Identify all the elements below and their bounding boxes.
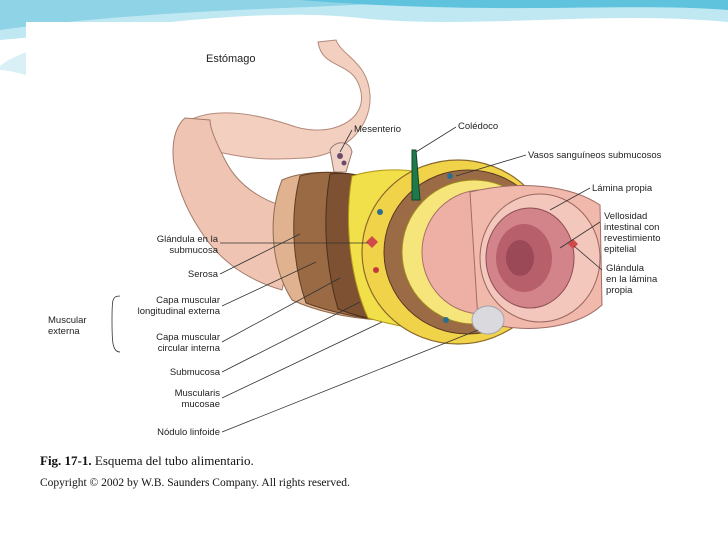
label-glandula-submucosa: Glándula en la submucosa — [156, 234, 218, 256]
label-vasos: Vasos sanguíneos submucosos — [528, 150, 662, 161]
figure-number: Fig. 17-1. — [40, 453, 92, 468]
label-submucosa: Submucosa — [169, 367, 220, 378]
label-muscularis-mucosae: Muscularis mucosae — [174, 388, 220, 410]
label-glandula-lamina: Glándula en la lámina propia — [606, 263, 658, 296]
label-capa-longitudinal: Capa muscular longitudinal externa — [137, 295, 220, 317]
copyright-notice: Copyright © 2002 by W.B. Saunders Compan… — [40, 477, 350, 489]
label-estomago: Estómago — [206, 53, 256, 65]
tube-curve — [172, 117, 301, 291]
figure-title: Esquema del tubo alimentario. — [94, 453, 254, 468]
label-muscular-externa: Muscular externa — [48, 315, 87, 337]
label-vellosidad: Vellosidad intestinal con revestimiento … — [604, 211, 661, 255]
label-serosa: Serosa — [187, 269, 218, 280]
bile-duct — [411, 149, 421, 201]
label-mesenterio: Mesenterio — [354, 124, 401, 135]
label-coledoco: Colédoco — [458, 121, 499, 132]
lymph-nodule — [471, 305, 505, 335]
leader-lines — [111, 126, 603, 433]
label-nodulo-linfoide: Nódulo linfoide — [157, 427, 220, 438]
figure-caption: Fig. 17-1. Esquema del tubo alimentario. — [40, 453, 254, 469]
label-capa-circular: Capa muscular circular interna — [156, 332, 220, 354]
label-lamina-propia: Lámina propia — [592, 183, 653, 194]
